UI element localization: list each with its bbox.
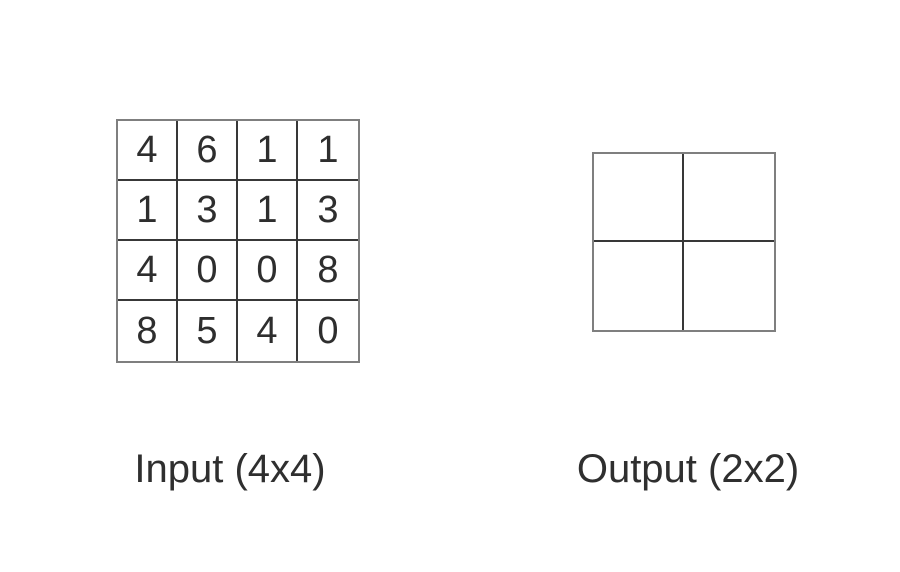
grid-cell: 1 bbox=[238, 181, 298, 241]
grid-cell: 1 bbox=[118, 181, 178, 241]
grid-cell: 4 bbox=[238, 301, 298, 361]
grid-cell: 5 bbox=[178, 301, 238, 361]
grid-cell: 4 bbox=[118, 121, 178, 181]
grid-cell bbox=[684, 242, 774, 330]
grid-cell: 0 bbox=[317, 309, 339, 352]
grid-cell bbox=[594, 154, 684, 242]
grid-cell: 8 bbox=[298, 241, 358, 301]
output-grid bbox=[592, 152, 776, 332]
grid-cell: 3 bbox=[178, 181, 238, 241]
output-grid-label: Output (2x2) bbox=[576, 447, 800, 491]
grid-cell: 3 bbox=[298, 181, 358, 241]
grid-cell: 0 bbox=[238, 241, 298, 301]
grid-cell bbox=[684, 154, 774, 242]
grid-cell: 4 bbox=[118, 241, 178, 301]
input-grid-label: Input (4x4) bbox=[134, 447, 326, 491]
grid-cell: 1 bbox=[238, 121, 298, 181]
grid-cell bbox=[594, 242, 684, 330]
grid-cell: 6 bbox=[178, 121, 238, 181]
grid-cell: 0 bbox=[178, 241, 238, 301]
grid-cell: 8 bbox=[118, 301, 178, 361]
grid-cell: 1 bbox=[298, 121, 358, 181]
